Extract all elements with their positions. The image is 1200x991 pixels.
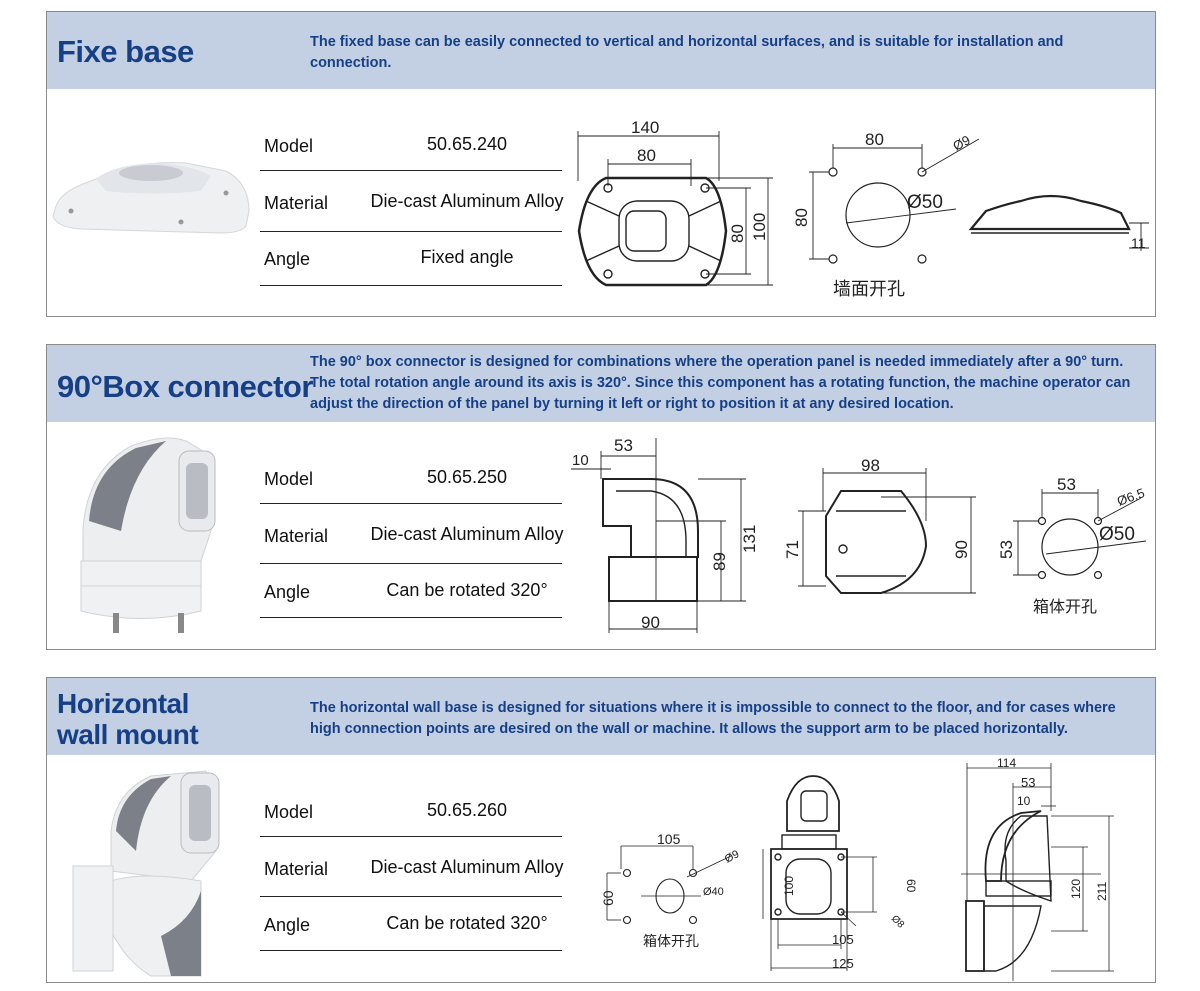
center-hole-diameter: Ø50 bbox=[907, 192, 943, 213]
center-hole-diameter: Ø40 bbox=[703, 886, 724, 898]
dim-90-vertical: 90 bbox=[952, 540, 971, 559]
angle-value: Can be rotated 320° bbox=[386, 913, 548, 933]
divider bbox=[260, 617, 562, 618]
horizontal-wall-mount-section: Horizontal wall mount The horizontal wal… bbox=[46, 677, 1156, 983]
model-value: 50.65.260 bbox=[426, 800, 508, 820]
angle-value: Can be rotated 320° bbox=[386, 580, 548, 600]
divider bbox=[260, 503, 562, 504]
material-value: Die-cast Aluminum Alloy bbox=[370, 191, 564, 211]
material-value: Die-cast Aluminum Alloy bbox=[370, 524, 564, 544]
dim-140: 140 bbox=[631, 118, 659, 137]
dim-114: 114 bbox=[997, 756, 1016, 770]
hole-spacing-60-vertical: 60 bbox=[600, 890, 616, 906]
fixed-base-section: Fixe base The fixed base can be easily c… bbox=[46, 11, 1156, 317]
dim-89: 89 bbox=[710, 552, 729, 571]
divider bbox=[260, 231, 562, 232]
box-connector-section: 90°Box connector The 90° box connector i… bbox=[46, 344, 1156, 650]
material-value: Die-cast Aluminum Alloy bbox=[370, 857, 564, 877]
divider bbox=[260, 836, 562, 837]
angle-value: Fixed angle bbox=[420, 247, 514, 267]
section-description: The 90° box connector is designed for co… bbox=[310, 354, 1131, 412]
wall-mount-product-image bbox=[72, 770, 220, 977]
hole-spacing-80-vertical: 80 bbox=[792, 208, 811, 227]
box-connector-product-image bbox=[80, 437, 216, 633]
side-view-drawing bbox=[968, 194, 1149, 251]
model-label: Model bbox=[264, 469, 314, 489]
box-hole-pattern-drawing bbox=[606, 845, 732, 925]
divider bbox=[260, 563, 562, 564]
section-description: The fixed base can be easily connected t… bbox=[310, 34, 1064, 71]
dim-10: 10 bbox=[572, 452, 589, 469]
side-view-drawing bbox=[571, 438, 746, 633]
dim-100: 100 bbox=[750, 213, 769, 241]
side-view-drawing bbox=[961, 763, 1114, 981]
dim-53: 53 bbox=[1021, 775, 1035, 790]
section-title: 90°Box connector bbox=[57, 369, 313, 404]
angle-label: Angle bbox=[264, 249, 311, 269]
hole-spacing-105: 105 bbox=[657, 831, 681, 847]
dim-71: 71 bbox=[783, 540, 802, 559]
dim-120: 120 bbox=[1069, 879, 1083, 899]
dim-105: 105 bbox=[832, 932, 854, 947]
angle-label: Angle bbox=[264, 915, 311, 935]
hole-caption: 箱体开孔 bbox=[643, 933, 699, 949]
model-value: 50.65.250 bbox=[426, 467, 508, 487]
angle-label: Angle bbox=[264, 582, 311, 602]
hole-diameter: Ø6.5 bbox=[1115, 485, 1147, 509]
hole-spacing-53: 53 bbox=[1057, 475, 1076, 494]
dim-80-vertical: 80 bbox=[728, 224, 747, 243]
material-label: Material bbox=[264, 526, 329, 546]
dim-53: 53 bbox=[614, 436, 633, 455]
dim-131: 131 bbox=[740, 525, 759, 553]
section-description: The horizontal wall base is designed for… bbox=[310, 700, 1116, 737]
dim-90: 90 bbox=[641, 613, 660, 632]
section-title-line2: wall mount bbox=[57, 719, 199, 750]
front-view-drawing bbox=[762, 775, 877, 971]
technical-drawings: 53 10 131 89 90 98 71 90 5 bbox=[80, 436, 1147, 633]
section-title: Horizontal wall mount bbox=[57, 688, 199, 750]
section-title-line1: Horizontal bbox=[57, 688, 189, 719]
top-view-drawing bbox=[798, 468, 976, 594]
divider bbox=[260, 896, 562, 897]
dim-11: 11 bbox=[1131, 235, 1146, 251]
material-label: Material bbox=[264, 859, 329, 879]
section-title: Fixe base bbox=[57, 34, 194, 69]
wall-hole-pattern-drawing bbox=[809, 138, 980, 264]
model-value: 50.65.240 bbox=[426, 134, 508, 154]
divider bbox=[260, 950, 562, 951]
model-label: Model bbox=[264, 802, 314, 822]
section-header: Fixe base The fixed base can be easily c… bbox=[47, 12, 1155, 89]
divider bbox=[260, 170, 562, 171]
hole-diameter: Ø9 bbox=[950, 132, 972, 153]
dim-98: 98 bbox=[861, 456, 880, 475]
dim-80: 80 bbox=[637, 146, 656, 165]
center-hole-diameter: Ø50 bbox=[1099, 524, 1135, 545]
material-label: Material bbox=[264, 193, 329, 213]
fixed-base-product-image bbox=[52, 162, 250, 234]
dim-10: 10 bbox=[1017, 794, 1031, 808]
dim-60: 60 bbox=[904, 879, 918, 893]
hole-caption: 墙面开孔 bbox=[833, 279, 905, 299]
section-header: 90°Box connector The 90° box connector i… bbox=[47, 345, 1155, 422]
divider bbox=[260, 285, 562, 286]
hole-diameter-8: Ø8 bbox=[889, 913, 907, 931]
technical-drawings: 105 60 Ø9 Ø40 箱体开孔 100 60 Ø8 105 125 bbox=[72, 756, 1114, 981]
hole-spacing-80: 80 bbox=[865, 130, 884, 149]
hole-caption: 箱体开孔 bbox=[1033, 598, 1097, 616]
front-view-drawing bbox=[577, 131, 773, 287]
hole-spacing-53-vertical: 53 bbox=[997, 540, 1016, 559]
section-header: Horizontal wall mount The horizontal wal… bbox=[47, 678, 1155, 755]
model-label: Model bbox=[264, 136, 314, 156]
dim-125: 125 bbox=[832, 956, 854, 971]
dim-100: 100 bbox=[782, 876, 796, 896]
technical-drawings: 140 80 80 100 80 80 Ø9 Ø50 墙面开孔 11 bbox=[52, 118, 1149, 299]
hole-diameter: Ø9 bbox=[723, 848, 742, 865]
dim-211: 211 bbox=[1095, 882, 1109, 901]
box-hole-pattern-drawing bbox=[1013, 489, 1147, 580]
